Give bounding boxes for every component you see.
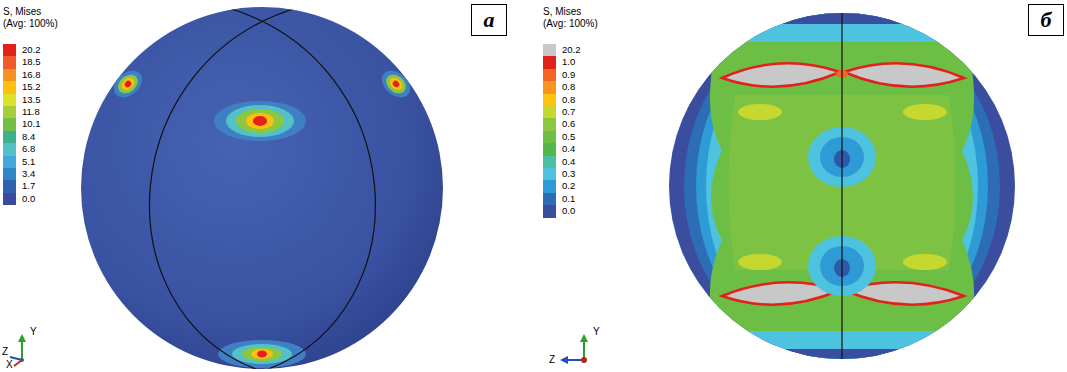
- legend-swatch: [3, 180, 16, 192]
- legend-swatch: [3, 193, 16, 205]
- legend-header: S, Mises: [543, 6, 581, 18]
- legend-value: 0.4: [562, 143, 575, 155]
- legend-swatch: [3, 168, 16, 180]
- legend-swatch: [3, 94, 16, 106]
- legend-swatch: [543, 106, 556, 118]
- legend-value: 0.1: [562, 193, 575, 205]
- axis-label: Z: [2, 346, 8, 358]
- legend-swatch: [543, 81, 556, 93]
- legend-swatch: [543, 205, 556, 217]
- legend-value: 15.2: [22, 81, 41, 93]
- legend-value: 0.5: [562, 131, 575, 143]
- legend-value: 0.4: [562, 156, 575, 168]
- legend-value: 1.0: [562, 56, 575, 68]
- legend-value: 0.2: [562, 180, 575, 192]
- legend-swatch: [543, 193, 556, 205]
- legend-value: 0.8: [562, 81, 575, 93]
- legend-value: 5.1: [22, 156, 35, 168]
- axis-triad: [560, 334, 588, 364]
- legend-value: 18.5: [22, 56, 41, 68]
- legend-header: (Avg: 100%): [543, 18, 598, 30]
- legend-value: 20.2: [22, 44, 41, 56]
- legend-value: 0.0: [22, 193, 35, 205]
- legend-header: S, Mises: [3, 6, 41, 18]
- legend-swatch: [543, 168, 556, 180]
- axis-label: X: [6, 359, 13, 371]
- legend-swatch: [543, 69, 556, 81]
- legend-swatch: [3, 131, 16, 143]
- legend-swatch: [543, 156, 556, 168]
- section-model: [660, 0, 1030, 372]
- sphere-model: [81, 7, 443, 370]
- legend-value: 0.3: [562, 168, 575, 180]
- legend-swatch: [543, 131, 556, 143]
- legend-swatch: [3, 156, 16, 168]
- axis-label: Y: [593, 326, 600, 338]
- legend-swatch: [543, 44, 556, 56]
- legend-value: 1.7: [22, 180, 35, 192]
- legend-swatch: [543, 143, 556, 155]
- legend-swatch: [3, 143, 16, 155]
- legend-swatch: [543, 94, 556, 106]
- legend-swatch: [3, 81, 16, 93]
- legend-value: 13.5: [22, 94, 41, 106]
- legend-swatch: [3, 56, 16, 68]
- axis-label: Z: [549, 354, 555, 366]
- legend-value: 11.8: [22, 106, 40, 118]
- legend-value: 20.2: [562, 44, 581, 56]
- legend-value: 3.4: [22, 168, 35, 180]
- legend-value: 0.6: [562, 118, 575, 130]
- legend-swatch: [3, 69, 16, 81]
- legend-swatch: [543, 118, 556, 130]
- legend-swatch: [3, 106, 16, 118]
- axis-label: Y: [30, 326, 37, 338]
- panel-letter: б: [1041, 8, 1052, 32]
- panel-letter-box: а: [471, 4, 507, 36]
- legend-swatch: [3, 118, 16, 130]
- legend-header: (Avg: 100%): [3, 18, 58, 30]
- legend-value: 6.8: [22, 143, 35, 155]
- legend-value: 0.7: [562, 106, 575, 118]
- legend-swatch: [543, 180, 556, 192]
- legend-value: 0.0: [562, 205, 575, 217]
- legend-swatch: [3, 44, 16, 56]
- panel-letter-box: б: [1028, 4, 1064, 36]
- legend-value: 16.8: [22, 69, 41, 81]
- legend-value: 8.4: [22, 131, 35, 143]
- legend-value: 0.8: [562, 94, 575, 106]
- legend-value: 10.1: [22, 118, 41, 130]
- legend-value: 0.9: [562, 69, 575, 81]
- legend-swatch: [543, 56, 556, 68]
- panel-letter: а: [484, 8, 495, 32]
